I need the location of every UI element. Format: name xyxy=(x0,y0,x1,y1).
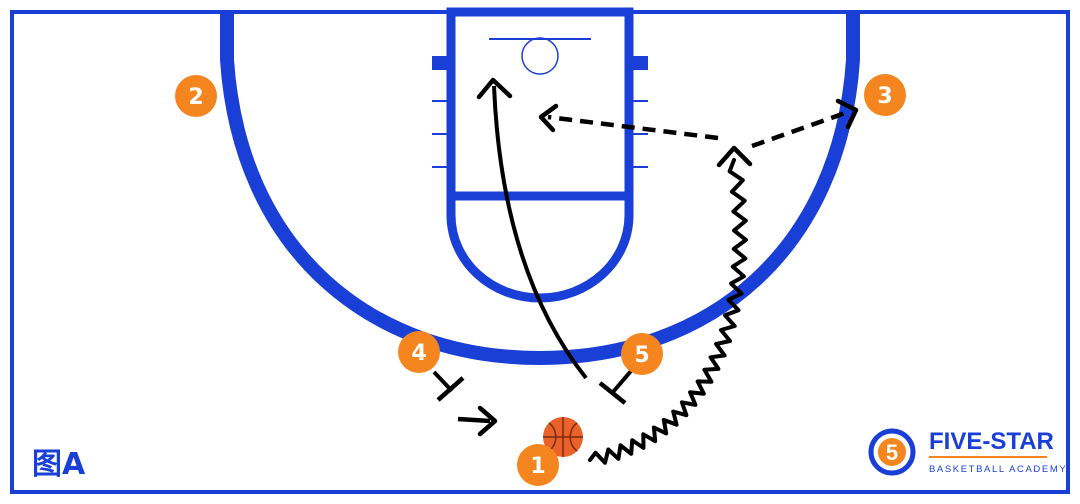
five-star-logo: 5 FIVE-STAR BASKETBALL ACADEMY xyxy=(868,428,1067,476)
free-throw-circle xyxy=(446,195,634,303)
arrowhead-cut-4 xyxy=(477,405,498,437)
player-2-number: 2 xyxy=(188,85,203,110)
lane-block-left xyxy=(432,56,451,70)
player-5: 5 xyxy=(621,333,663,375)
player-3-number: 3 xyxy=(877,84,892,109)
pass-line-to-3 xyxy=(751,109,849,149)
rim xyxy=(521,37,559,75)
cut-path-4 xyxy=(457,416,491,424)
three-point-line xyxy=(220,12,860,366)
arrowhead-pass-to-paint xyxy=(538,103,559,133)
dribble-path xyxy=(588,158,748,465)
court-border xyxy=(10,10,1070,494)
paint-key xyxy=(446,7,634,201)
player-1: 1 xyxy=(517,444,559,486)
pass-line-to-paint xyxy=(547,114,719,141)
arrowhead-dribble xyxy=(716,145,753,168)
player-2: 2 xyxy=(175,75,217,117)
logo-badge-icon xyxy=(868,428,916,476)
arrowhead-cut-5 xyxy=(476,77,513,100)
player-4-number: 4 xyxy=(411,341,426,366)
logo-mark: 5 xyxy=(886,440,898,465)
cut-path-5 xyxy=(492,85,588,380)
player-5-number: 5 xyxy=(634,343,649,368)
player-3: 3 xyxy=(864,74,906,116)
arrowhead-pass-to-3 xyxy=(835,98,859,130)
player-1-number: 1 xyxy=(530,454,545,479)
diagram-caption: 图A xyxy=(32,447,86,482)
screen-bar-5 xyxy=(598,381,627,405)
logo-tagline: BASKETBALL ACADEMY xyxy=(929,464,1067,475)
logo-name: FIVE-STAR xyxy=(929,428,1054,455)
screen-bar-4 xyxy=(436,376,465,402)
lane-block-right xyxy=(629,56,648,70)
screen-line-5 xyxy=(611,369,633,394)
player-4: 4 xyxy=(398,331,440,373)
